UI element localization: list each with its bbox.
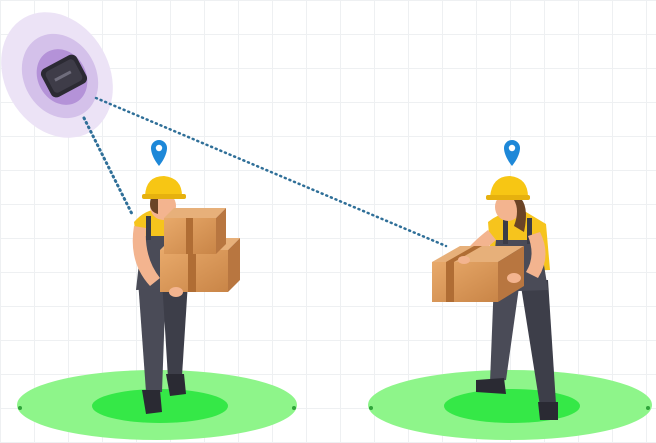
- zone-right: [368, 370, 652, 440]
- location-pin-icon: [504, 140, 520, 166]
- box-stack: [160, 208, 240, 292]
- beacon: [0, 0, 135, 158]
- location-pin-icon: [151, 140, 167, 166]
- signal-line-to-worker-1: [84, 118, 132, 214]
